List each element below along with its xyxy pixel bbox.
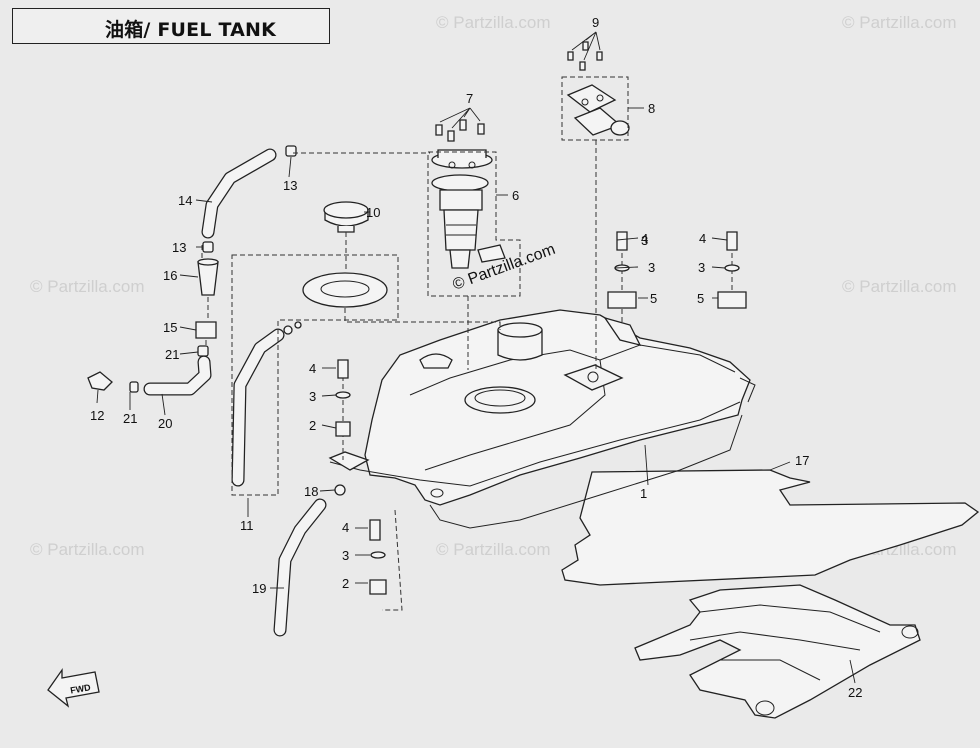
callout-17: 17 — [795, 453, 809, 468]
callout-4: 4 — [641, 231, 648, 246]
callout-numbers: 1 2 2 3 3 3 3 3 4 4 4 4 5 5 6 7 8 9 10 1… — [90, 15, 862, 700]
callout-13: 13 — [172, 240, 186, 255]
callout-6: 6 — [512, 188, 519, 203]
callout-22: 22 — [848, 685, 862, 700]
callout-5: 5 — [650, 291, 657, 306]
fuel-pump-assembly — [431, 149, 506, 269]
callout-13: 13 — [283, 178, 297, 193]
fuel-filter — [197, 258, 219, 296]
callout-3: 3 — [641, 233, 648, 248]
callout-7: 7 — [466, 91, 473, 106]
callout-leaders — [96, 107, 856, 684]
callout-18: 18 — [304, 484, 318, 499]
pump-bolts — [435, 107, 485, 142]
heat-shield-sheet — [561, 469, 980, 586]
title-box: 油箱/ FUEL TANK — [12, 8, 330, 44]
ring-lead-line — [344, 308, 501, 330]
callout-9: 9 — [592, 15, 599, 30]
mount-group-line — [382, 509, 403, 611]
watermark: © Partzilla.com — [842, 277, 957, 296]
callout-21: 21 — [123, 411, 137, 426]
frame-bracket — [634, 584, 921, 719]
callout-14: 14 — [178, 193, 192, 208]
fuel-hose-20 — [143, 355, 212, 396]
mounting-hardware — [335, 231, 747, 595]
watermark: © Partzilla.com — [436, 13, 551, 32]
page-title: 油箱/ FUEL TANK — [105, 19, 277, 41]
callout-10: 10 — [366, 205, 380, 220]
callout-4: 4 — [699, 231, 706, 246]
gasket-group-box — [561, 76, 629, 141]
fuel-filler-ring — [302, 272, 388, 308]
pump-group-box — [427, 151, 521, 297]
callout-3: 3 — [648, 260, 655, 275]
sender-gasket — [566, 84, 630, 136]
breather-hose-14 — [201, 148, 277, 239]
gasket-screws — [567, 31, 603, 71]
callout-4: 4 — [342, 520, 349, 535]
callout-8: 8 — [648, 101, 655, 116]
fwd-label: FWD — [69, 682, 91, 695]
fuel-cap — [323, 201, 369, 233]
callout-19: 19 — [252, 581, 266, 596]
callout-4: 4 — [309, 361, 316, 376]
callout-16: 16 — [163, 268, 177, 283]
fuel-tank-body — [328, 309, 756, 529]
callout-15: 15 — [163, 320, 177, 335]
callout-3: 3 — [309, 389, 316, 404]
callout-12: 12 — [90, 408, 104, 423]
watermark: © Partzilla.com — [30, 540, 145, 559]
forward-arrow-icon: FWD — [47, 667, 100, 708]
callout-11: 11 — [240, 518, 254, 533]
filter-lead-lines — [201, 245, 209, 346]
callout-1: 1 — [640, 486, 647, 501]
callout-21: 21 — [165, 347, 179, 362]
callout-20: 20 — [158, 416, 172, 431]
callout-2: 2 — [342, 576, 349, 591]
callout-3: 3 — [342, 548, 349, 563]
callout-3: 3 — [698, 260, 705, 275]
drain-hose-19 — [273, 498, 327, 637]
watermark: © Partzilla.com — [436, 540, 551, 559]
hose-group-box — [231, 254, 399, 496]
callout-2: 2 — [309, 418, 316, 433]
callout-5: 5 — [697, 291, 704, 306]
watermark: © Partzilla.com — [842, 13, 957, 32]
hose-fitting — [87, 371, 113, 391]
watermark: © Partzilla.com — [30, 277, 145, 296]
breather-hose-11 — [231, 328, 285, 487]
filter-cushion — [195, 321, 217, 339]
